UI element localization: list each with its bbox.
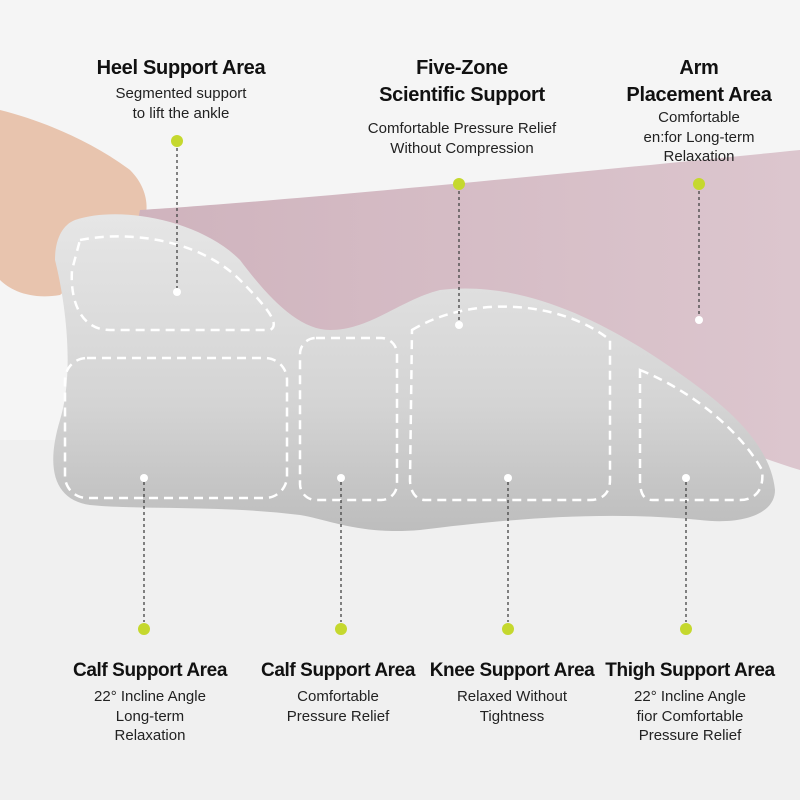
label-desc: 22° Incline Angle — [94, 688, 206, 705]
label-title: Placement Area — [626, 84, 772, 106]
label-desc: Comfortable — [297, 688, 379, 705]
label-title: Heel Support Area — [96, 57, 266, 79]
zone-calf-2 — [298, 336, 399, 502]
label-desc: Segmented support — [115, 85, 247, 102]
label-desc: Pressure Relief — [638, 727, 742, 744]
label-desc: Pressure Relief — [286, 707, 390, 725]
zone-calf-1 — [63, 356, 289, 500]
label-title: Knee Support Area — [429, 660, 595, 681]
marker-dot — [138, 623, 150, 635]
label-calf-support-2: Calf Support Area Comfortable Pressure R… — [261, 659, 415, 726]
label-desc: Comfortable — [658, 109, 740, 126]
label-desc: Tightness — [479, 707, 545, 725]
label-desc: to lift the ankle — [132, 104, 230, 122]
marker-dot — [502, 623, 514, 635]
anchor-dot — [337, 474, 345, 482]
anchor-dot — [504, 474, 512, 482]
label-knee-support: Knee Support Area Relaxed Without Tightn… — [430, 659, 595, 726]
anchor-dot — [455, 321, 463, 329]
label-desc: Long-term — [115, 707, 185, 725]
label-desc: Relaxed Without — [456, 688, 568, 705]
marker-dot — [453, 178, 465, 190]
label-five-zone: Five-Zone Scientific Support Comfortable… — [368, 55, 556, 158]
zone-knee — [408, 305, 612, 502]
label-title: Thigh Support Area — [605, 660, 775, 681]
anchor-dot — [140, 474, 148, 482]
anchor-dot — [695, 316, 703, 324]
label-desc: 22° Incline Angle — [634, 688, 746, 705]
label-desc: Without Compression — [390, 139, 534, 157]
anchor-dot — [173, 288, 181, 296]
label-title: Five-Zone — [416, 57, 508, 79]
label-title: Scientific Support — [379, 84, 545, 106]
marker-dot — [680, 623, 692, 635]
label-calf-support-1: Calf Support Area 22° Incline Angle Long… — [73, 659, 227, 746]
label-desc: Relaxation — [663, 148, 735, 165]
label-title: Calf Support Area — [260, 660, 416, 681]
label-arm-placement: Arm Placement Area Comfortable en:for Lo… — [626, 55, 771, 167]
label-desc: Comfortable Pressure Relief — [367, 120, 557, 137]
label-title: Calf Support Area — [72, 660, 228, 681]
marker-dot — [171, 135, 183, 147]
label-desc: fior Comfortable — [636, 707, 744, 725]
pillow — [53, 214, 775, 532]
label-heel-support: Heel Support Area Segmented support to l… — [97, 55, 266, 123]
anchor-dot — [682, 474, 690, 482]
label-thigh-support: Thigh Support Area 22° Incline Angle fio… — [605, 659, 775, 746]
label-title: Arm — [679, 57, 719, 79]
label-desc: Relaxation — [114, 727, 186, 744]
label-desc: en:for Long-term — [643, 128, 755, 146]
zone-thigh — [638, 368, 764, 502]
marker-dot — [693, 178, 705, 190]
marker-dot — [335, 623, 347, 635]
